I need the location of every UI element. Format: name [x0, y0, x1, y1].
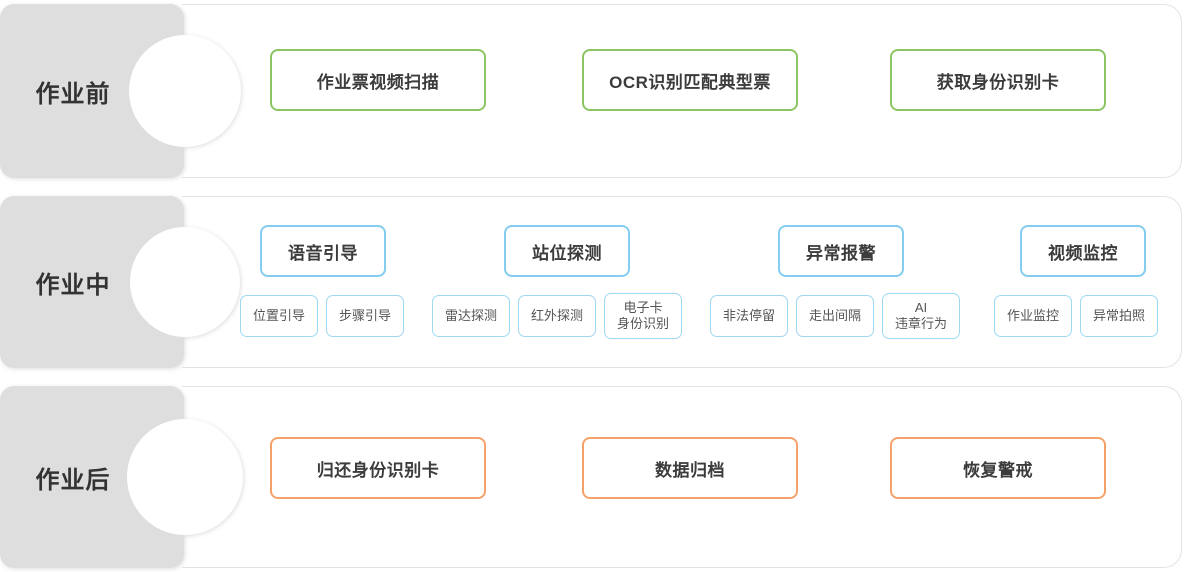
process-box-label: 语音引导 — [288, 243, 358, 263]
phase-label-plate-during: 作业中 — [0, 196, 240, 368]
sub-box-line1: 红外探测 — [530, 308, 583, 324]
sub-box-line1: 电子卡 — [623, 300, 663, 316]
process-box-pre-1[interactable]: 作业票视频扫描 — [270, 49, 486, 111]
process-box-label: 作业票视频扫描 — [316, 72, 440, 92]
notch-cutout — [129, 35, 241, 147]
process-box-during-3[interactable]: 异常报警 — [778, 225, 904, 277]
sub-box-line2: 违章行为 — [894, 316, 947, 331]
sub-box-during-4-1[interactable]: 作业监控 — [994, 295, 1072, 337]
notch-cutout — [127, 419, 243, 535]
process-box-pre-3[interactable]: 获取身份识别卡 — [890, 49, 1106, 111]
sub-box-during-2-3[interactable]: 电子卡 身份识别 — [604, 293, 682, 339]
process-box-label: 异常报警 — [806, 243, 876, 263]
sub-box-line1: 走出间隔 — [808, 308, 861, 324]
sub-box-line1: AI — [914, 300, 928, 316]
sub-box-line1: 步骤引导 — [338, 308, 391, 324]
process-box-during-4[interactable]: 视频监控 — [1020, 225, 1146, 277]
phase-label-post: 作业后 — [35, 466, 111, 494]
phase-label-plate-post: 作业后 — [0, 386, 243, 568]
process-box-during-2[interactable]: 站位探测 — [504, 225, 630, 277]
process-box-post-3[interactable]: 恢复警戒 — [890, 437, 1106, 499]
sub-box-line2: 身份识别 — [616, 316, 669, 331]
process-box-label: 归还身份识别卡 — [316, 460, 440, 480]
sub-box-during-3-2[interactable]: 走出间隔 — [796, 295, 874, 337]
process-box-label: OCR识别匹配典型票 — [609, 72, 771, 92]
process-box-label: 数据归档 — [655, 460, 725, 480]
phase-row-during: 语音引导 位置引导 步骤引导 站位探测 雷达探测 红外探测 电子卡 身份识别 — [0, 196, 1182, 368]
sub-box-line1: 非法停留 — [722, 308, 775, 324]
phase-row-body-pre: 作业票视频扫描 OCR识别匹配典型票 获取身份识别卡 — [182, 4, 1182, 178]
phase-row-post: 归还身份识别卡 数据归档 恢复警戒 作业后 — [0, 386, 1182, 568]
sub-box-line1: 雷达探测 — [444, 308, 497, 324]
process-box-post-1[interactable]: 归还身份识别卡 — [270, 437, 486, 499]
phase-row-pre: 作业票视频扫描 OCR识别匹配典型票 获取身份识别卡 作业前 — [0, 4, 1182, 178]
phase-label-plate-pre: 作业前 — [0, 4, 241, 178]
sub-box-line1: 位置引导 — [252, 308, 305, 324]
notch-cutout — [130, 227, 240, 337]
phase-label-during: 作业中 — [35, 271, 111, 299]
process-box-pre-2[interactable]: OCR识别匹配典型票 — [582, 49, 798, 111]
sub-box-during-1-2[interactable]: 步骤引导 — [326, 295, 404, 337]
sub-box-line1: 异常拍照 — [1092, 308, 1145, 324]
sub-box-during-1-1[interactable]: 位置引导 — [240, 295, 318, 337]
process-box-label: 站位探测 — [532, 243, 602, 263]
sub-box-during-2-2[interactable]: 红外探测 — [518, 295, 596, 337]
process-box-during-1[interactable]: 语音引导 — [260, 225, 386, 277]
phase-row-body-post: 归还身份识别卡 数据归档 恢复警戒 — [182, 386, 1182, 568]
process-box-label: 获取身份识别卡 — [936, 72, 1060, 92]
sub-box-line1: 作业监控 — [1006, 308, 1059, 324]
process-box-label: 恢复警戒 — [963, 460, 1033, 480]
process-box-label: 视频监控 — [1048, 243, 1118, 263]
process-box-post-2[interactable]: 数据归档 — [582, 437, 798, 499]
sub-box-during-3-1[interactable]: 非法停留 — [710, 295, 788, 337]
sub-box-during-2-1[interactable]: 雷达探测 — [432, 295, 510, 337]
phase-label-pre: 作业前 — [35, 80, 111, 108]
phase-row-body-during: 语音引导 位置引导 步骤引导 站位探测 雷达探测 红外探测 电子卡 身份识别 — [182, 196, 1182, 368]
sub-box-during-3-3[interactable]: AI 违章行为 — [882, 293, 960, 339]
sub-box-during-4-2[interactable]: 异常拍照 — [1080, 295, 1158, 337]
